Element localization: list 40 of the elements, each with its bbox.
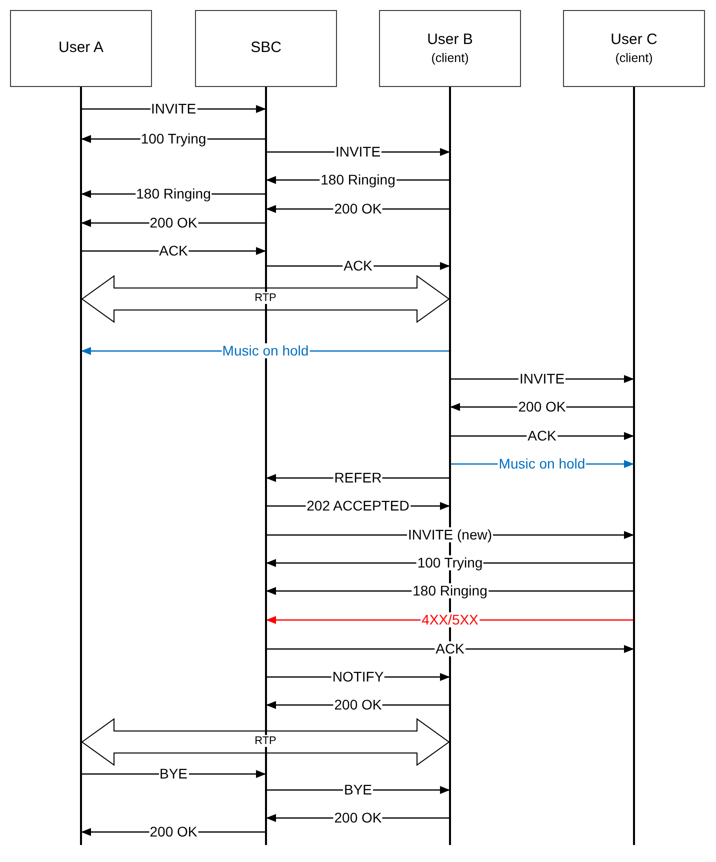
edge-label: ACK <box>158 243 189 259</box>
edge-label: ACK <box>526 428 558 444</box>
edge-label: 200 OK <box>333 810 383 826</box>
edge-label: RTP <box>254 292 278 304</box>
lifeline <box>449 87 451 845</box>
participant-subtitle: (client) <box>615 50 653 68</box>
lifeline <box>80 87 82 845</box>
edge-label: INVITE (new) <box>407 527 493 543</box>
participant-name: User C <box>610 30 658 50</box>
edge-label: Music on hold <box>221 343 310 359</box>
participant-subtitle: (client) <box>431 50 469 68</box>
participant-name: User A <box>58 38 104 58</box>
edge-label: 100 Trying <box>416 555 484 571</box>
block-arrow <box>81 718 450 766</box>
edge-label: 180 Ringing <box>320 172 396 188</box>
edge-label: Music on hold <box>498 456 586 472</box>
participant-box <box>10 10 152 87</box>
participant-box <box>195 10 337 87</box>
participant-box <box>379 10 521 87</box>
edge-label: 200 OK <box>333 697 383 713</box>
edge-label: RTP <box>254 734 278 748</box>
lifeline <box>265 87 267 845</box>
edge-label: NOTIFY <box>331 669 385 685</box>
edge-label: 200 OK <box>517 399 567 415</box>
edge-label: 200 OK <box>148 215 198 231</box>
block-arrow <box>81 275 450 323</box>
edge-label: 180 Ringing <box>135 186 212 202</box>
edge-label: 100 Trying <box>140 131 208 147</box>
participant-box <box>563 10 705 87</box>
message-arrow <box>267 645 634 653</box>
edge-label: ACK <box>434 641 466 657</box>
edge-label: 202 ACCEPTED <box>306 498 410 514</box>
edge-label: 200 OK <box>333 201 383 217</box>
edge-label: ACK <box>342 258 374 274</box>
edge-label: 180 Ringing <box>412 583 488 599</box>
participant-name: SBC <box>250 38 282 58</box>
participant-name: User B <box>427 30 473 50</box>
edge-label: 200 OK <box>148 824 198 840</box>
edge-label: 4XX/5XX <box>420 612 480 628</box>
lifeline <box>633 87 635 845</box>
